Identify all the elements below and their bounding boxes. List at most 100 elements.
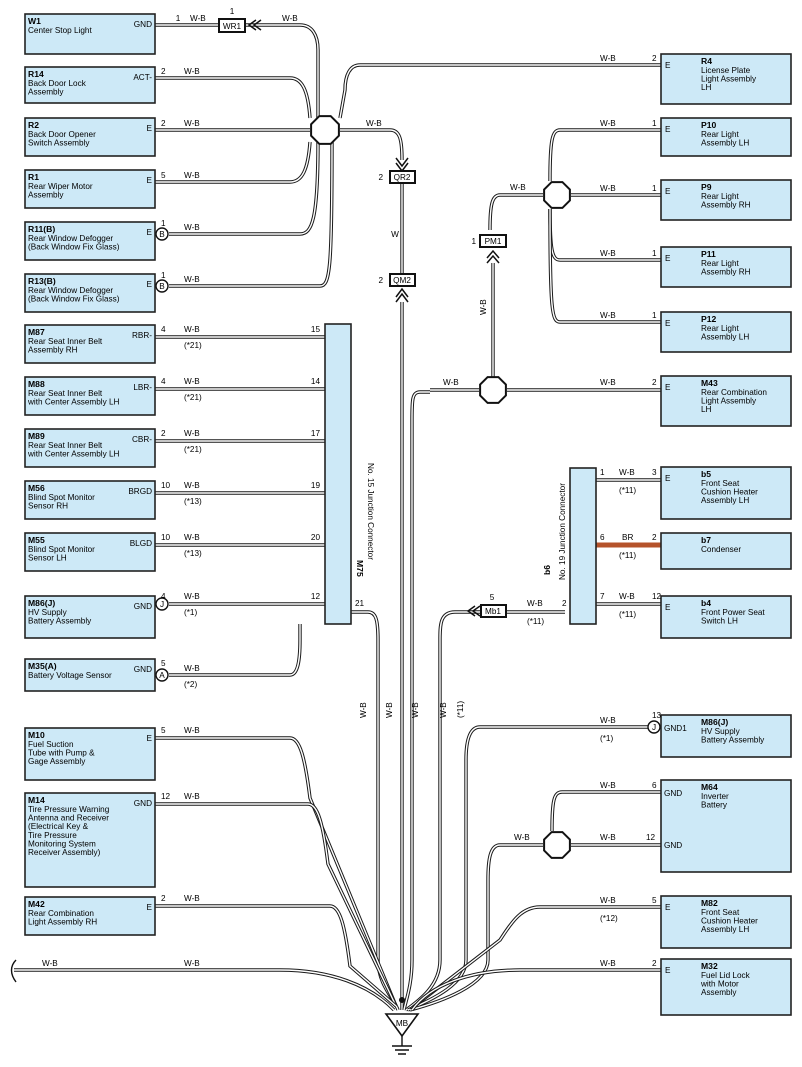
component-desc: with Motor bbox=[700, 980, 739, 989]
component-desc: Assembly RH bbox=[701, 268, 751, 277]
component-code: b7 bbox=[701, 535, 711, 545]
junction-b6-code: b6 bbox=[542, 565, 552, 575]
component-desc: Assembly RH bbox=[701, 201, 751, 210]
note: (*12) bbox=[600, 914, 618, 923]
pin-label: BRGD bbox=[128, 487, 152, 496]
wire-color: W-B bbox=[600, 54, 616, 63]
component-desc: Rear Wiper Motor bbox=[28, 182, 93, 191]
wire-color: W-B bbox=[366, 119, 382, 128]
component-code: P12 bbox=[701, 314, 717, 324]
wire-r1 bbox=[155, 141, 312, 184]
junction-pin: 12 bbox=[311, 592, 321, 601]
pin-number: 3 bbox=[652, 468, 657, 477]
pin-label: E bbox=[147, 176, 153, 185]
junction-pin: 17 bbox=[311, 429, 321, 438]
connector-qr2 bbox=[389, 170, 416, 184]
pin-label: GND bbox=[664, 841, 682, 850]
component-code: R11(B) bbox=[28, 224, 55, 234]
connector-letter: A bbox=[159, 671, 165, 680]
note: (*11) bbox=[619, 486, 636, 495]
component-code: R4 bbox=[701, 56, 712, 66]
pin-label: E bbox=[665, 125, 671, 134]
component-desc: Battery Assembly bbox=[701, 736, 765, 745]
component-code: M88 bbox=[28, 379, 45, 389]
connector-b bbox=[155, 227, 169, 241]
wire-p12 bbox=[548, 208, 661, 324]
splice-point bbox=[543, 181, 571, 209]
junction-pin: 1 bbox=[600, 468, 605, 477]
component-code: M86(J) bbox=[701, 717, 728, 727]
wire-m82 bbox=[410, 905, 661, 1010]
connector-b bbox=[155, 279, 169, 293]
connector-j bbox=[155, 597, 169, 611]
component-code: b4 bbox=[701, 598, 711, 608]
pin-number: 6 bbox=[652, 781, 657, 790]
pin-number: 5 bbox=[161, 726, 166, 735]
wire-color: W-B bbox=[282, 14, 298, 23]
component-desc: Switch LH bbox=[701, 617, 738, 626]
component-code: M10 bbox=[28, 730, 45, 740]
component-code: R14 bbox=[28, 69, 44, 79]
wire-r11 bbox=[169, 141, 320, 236]
component-code: R13(B) bbox=[28, 276, 56, 286]
wire-r14 bbox=[155, 76, 312, 119]
component-code: M35(A) bbox=[28, 661, 57, 671]
junction-pin: 7 bbox=[600, 592, 605, 601]
component-desc: (Back Window Fix Glass) bbox=[28, 243, 120, 252]
component-desc: Rear Combination bbox=[28, 909, 94, 918]
connector-qr2-label: QR2 bbox=[394, 173, 411, 182]
component-desc: Switch Assembly bbox=[28, 139, 90, 148]
connector-j bbox=[647, 720, 661, 734]
pin-label: E bbox=[665, 603, 671, 612]
pin-number: 1 bbox=[652, 311, 657, 320]
wire-bottom bbox=[14, 968, 396, 1012]
note: (*2) bbox=[184, 680, 197, 689]
wire-color: W-B bbox=[359, 702, 368, 718]
pin-label: GND bbox=[134, 665, 152, 674]
component-desc: Rear Seat Inner Belt bbox=[28, 337, 103, 346]
wire-color: W-B bbox=[385, 702, 394, 718]
junction-pin: 20 bbox=[311, 533, 321, 542]
note: (*21) bbox=[184, 393, 202, 402]
component-desc: Back Door Opener bbox=[28, 130, 96, 139]
connector-letter: J bbox=[160, 600, 164, 609]
pin-number: 2 bbox=[161, 67, 166, 76]
connector-pm1 bbox=[479, 234, 507, 248]
component-desc: Cushion Heater bbox=[701, 488, 758, 497]
pin-number: 2 bbox=[161, 429, 166, 438]
wire-color: BR bbox=[622, 533, 633, 542]
wire-p10 bbox=[548, 128, 661, 182]
pin-number: 2 bbox=[161, 894, 166, 903]
component-r13b: R13(B)Rear Window Defogger(Back Window F… bbox=[24, 273, 156, 313]
component-desc: Rear Light bbox=[701, 259, 740, 268]
junction-b6 bbox=[569, 467, 597, 625]
wire-color: W-B bbox=[600, 896, 616, 905]
connector-mb1-pin: 5 bbox=[490, 593, 495, 602]
junction-m75-code: M75 bbox=[355, 560, 365, 577]
component-code: M89 bbox=[28, 431, 45, 441]
connector-pm1-label: PM1 bbox=[485, 237, 502, 246]
component-desc: Monitoring System bbox=[28, 839, 96, 848]
wire-color: W-B bbox=[527, 599, 543, 608]
component-desc: Light Assembly bbox=[701, 397, 757, 406]
wire-color: W-B bbox=[600, 311, 616, 320]
component-desc: Front Power Seat bbox=[701, 608, 765, 617]
wire-r4 bbox=[338, 63, 661, 119]
wire-color: W-B bbox=[510, 183, 526, 192]
ground-icon bbox=[392, 1045, 412, 1055]
pin-label: E bbox=[665, 474, 671, 483]
wire-color: W-B bbox=[600, 119, 616, 128]
pin-number: 10 bbox=[161, 533, 171, 542]
component-desc: with Center Assembly LH bbox=[27, 398, 120, 407]
wire-m35 bbox=[169, 624, 302, 677]
component-code: P11 bbox=[701, 249, 716, 259]
